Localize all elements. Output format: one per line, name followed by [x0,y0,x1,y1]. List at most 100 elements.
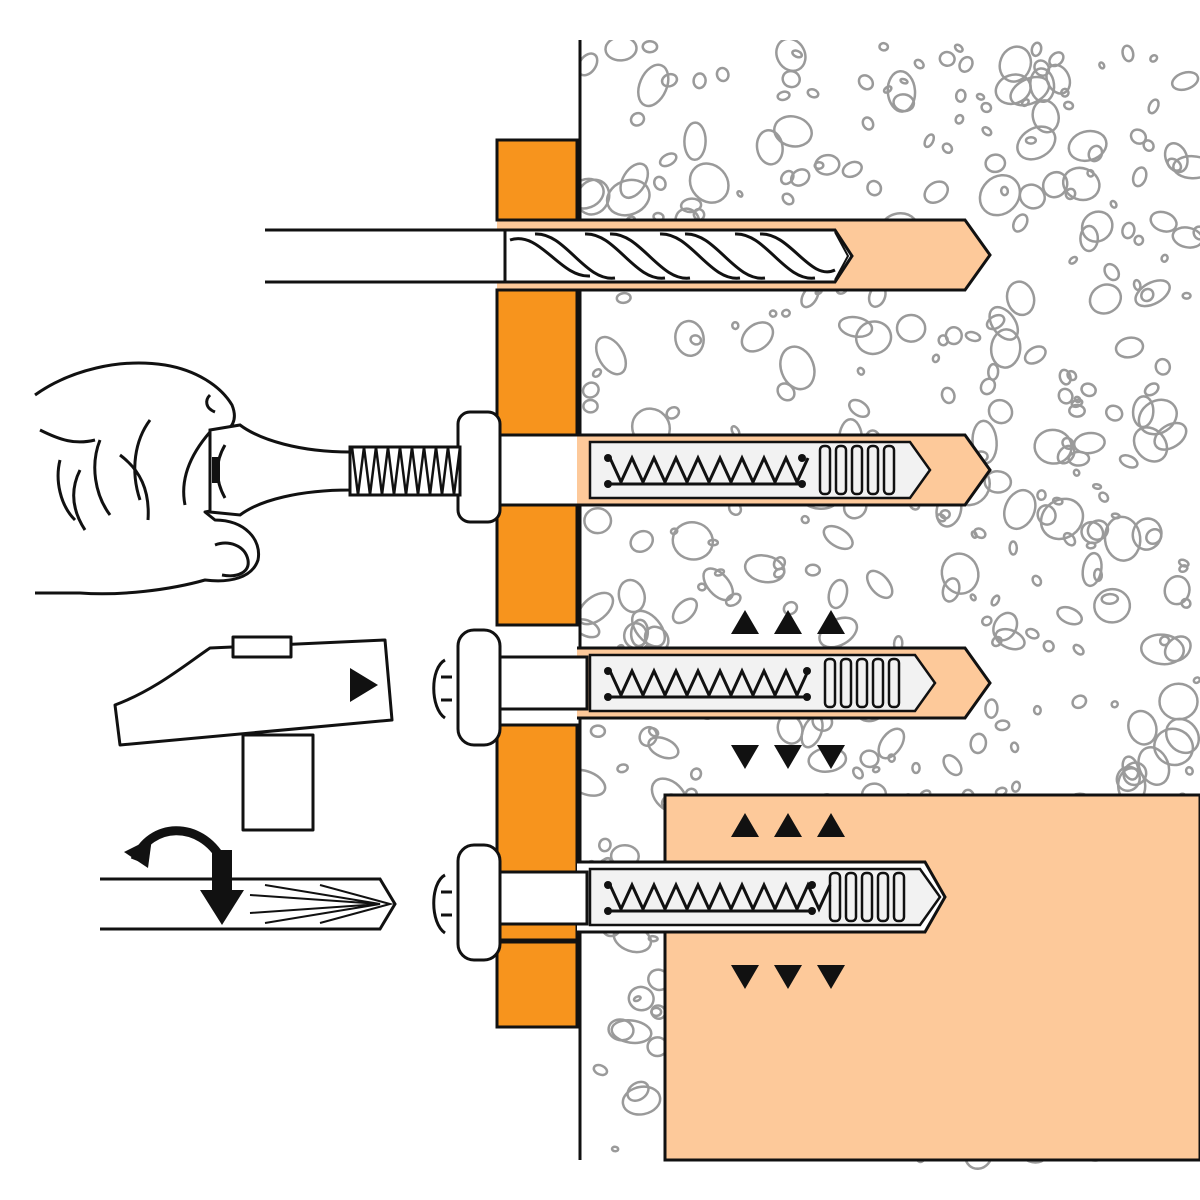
aggregate-pebble [987,398,1014,425]
aggregate-pebble [1131,517,1163,551]
aggregate-pebble [1142,139,1155,153]
aggregate-pebble [827,578,849,610]
aggregate-pebble [580,618,601,639]
expansion-arrow-up-icon [731,610,759,634]
aggregate-pebble [954,113,965,125]
aggregate-pebble [1011,213,1029,233]
aggregate-pebble [731,320,740,331]
aggregate-pebble [1033,59,1051,77]
plug-node [604,693,612,701]
aggregate-pebble [594,335,628,376]
aggregate-pebble [1121,221,1136,240]
aggregate-pebble [973,527,987,540]
aggregate-pebble [583,507,613,535]
aggregate-pebble [861,116,875,131]
aggregate-pebble [776,90,791,102]
aggregate-pebble [937,334,949,347]
aggregate-pebble [632,995,642,1003]
aggregate-pebble [987,362,1000,381]
aggregate-pebble [781,69,801,89]
aggregate-pebble [1062,531,1077,547]
aggregate-pebble [1143,382,1160,397]
aggregate-pebble [938,50,956,67]
aggregate-pebble [953,43,964,53]
aggregate-pebble [1181,291,1192,300]
aggregate-pebble [1091,482,1103,491]
aggregate-pebble [688,162,730,204]
aggregate-pebble [989,328,1022,369]
plug-node [604,881,612,889]
aggregate-pebble [689,334,703,346]
aggregate-pebble [1067,129,1108,163]
aggregate-pebble [1003,488,1037,531]
aggregate-pebble [1118,454,1139,469]
aggregate-pebble [800,514,810,525]
aggregate-pebble [1131,166,1148,188]
aggregate-pebble [616,763,629,774]
aggregate-pebble [1030,41,1043,58]
aggregate-pebble [781,192,795,206]
aggregate-pebble [1042,639,1055,653]
aggregate-pebble [964,330,982,343]
aggregate-pebble [715,66,730,83]
aggregate-pebble [689,767,703,781]
aggregate-pebble [931,353,941,364]
aggregate-pebble [969,732,988,755]
aggregate-pebble [1140,633,1185,666]
aggregate-pebble [1048,51,1065,68]
screwdriver-icon [100,877,397,931]
wall-plug [588,653,937,713]
aggregate-pebble [626,1080,650,1102]
plug-ribs [818,444,896,496]
aggregate-pebble [1036,504,1057,526]
step-drill-hole [265,218,992,292]
aggregate-pebble [665,406,681,420]
aggregate-pebble [641,40,659,54]
aggregate-pebble [865,569,894,600]
aggregate-pebble [1114,336,1145,359]
aggregate-pebble [984,698,999,719]
fixture-segment-3 [495,503,579,627]
expansion-arrow-down-icon [731,745,759,769]
expansion-arrow-up-icon [774,610,802,634]
aggregate-pebble [806,88,820,99]
aggregate-pebble [591,368,603,378]
aggregate-pebble [683,121,707,162]
aggregate-pebble [1132,278,1142,292]
aggregate-pebble [1085,541,1097,550]
aggregate-pebble [1177,558,1190,568]
aggregate-pebble [1018,183,1046,210]
plug-node [798,454,806,462]
aggregate-pebble [990,594,1001,607]
rotation-arrow-icon [124,826,244,925]
step-hammer-in [113,610,992,832]
aggregate-pebble [604,40,638,62]
fixture-segment-2 [495,288,579,437]
aggregate-pebble [848,398,871,419]
aggregate-pebble [1067,450,1091,467]
aggregate-pebble [1031,574,1043,587]
aggregate-pebble [911,761,921,775]
aggregate-pebble [998,45,1033,83]
aggregate-pebble [629,111,646,127]
aggregate-pebble [939,508,951,520]
drill-bit-icon [503,228,854,284]
aggregate-pebble [1134,279,1171,308]
aggregate-pebble [782,600,799,616]
aggregate-pebble [1149,210,1178,233]
aggregate-pebble [776,382,796,402]
aggregate-pebble [581,381,600,399]
aggregate-pebble [1171,226,1200,249]
expansion-arrows [731,813,845,989]
aggregate-pebble [1072,468,1081,477]
aggregate-pebble [679,197,703,214]
plug-node [803,693,811,701]
plug-node [604,454,612,462]
aggregate-pebble [658,152,678,168]
aggregate-pebble [1147,98,1160,115]
aggregate-pebble [707,538,720,547]
aggregate-pebble [1110,700,1119,709]
aggregate-pebble [724,592,742,608]
aggregate-pebble [647,736,680,760]
plug-ribs [823,657,901,709]
